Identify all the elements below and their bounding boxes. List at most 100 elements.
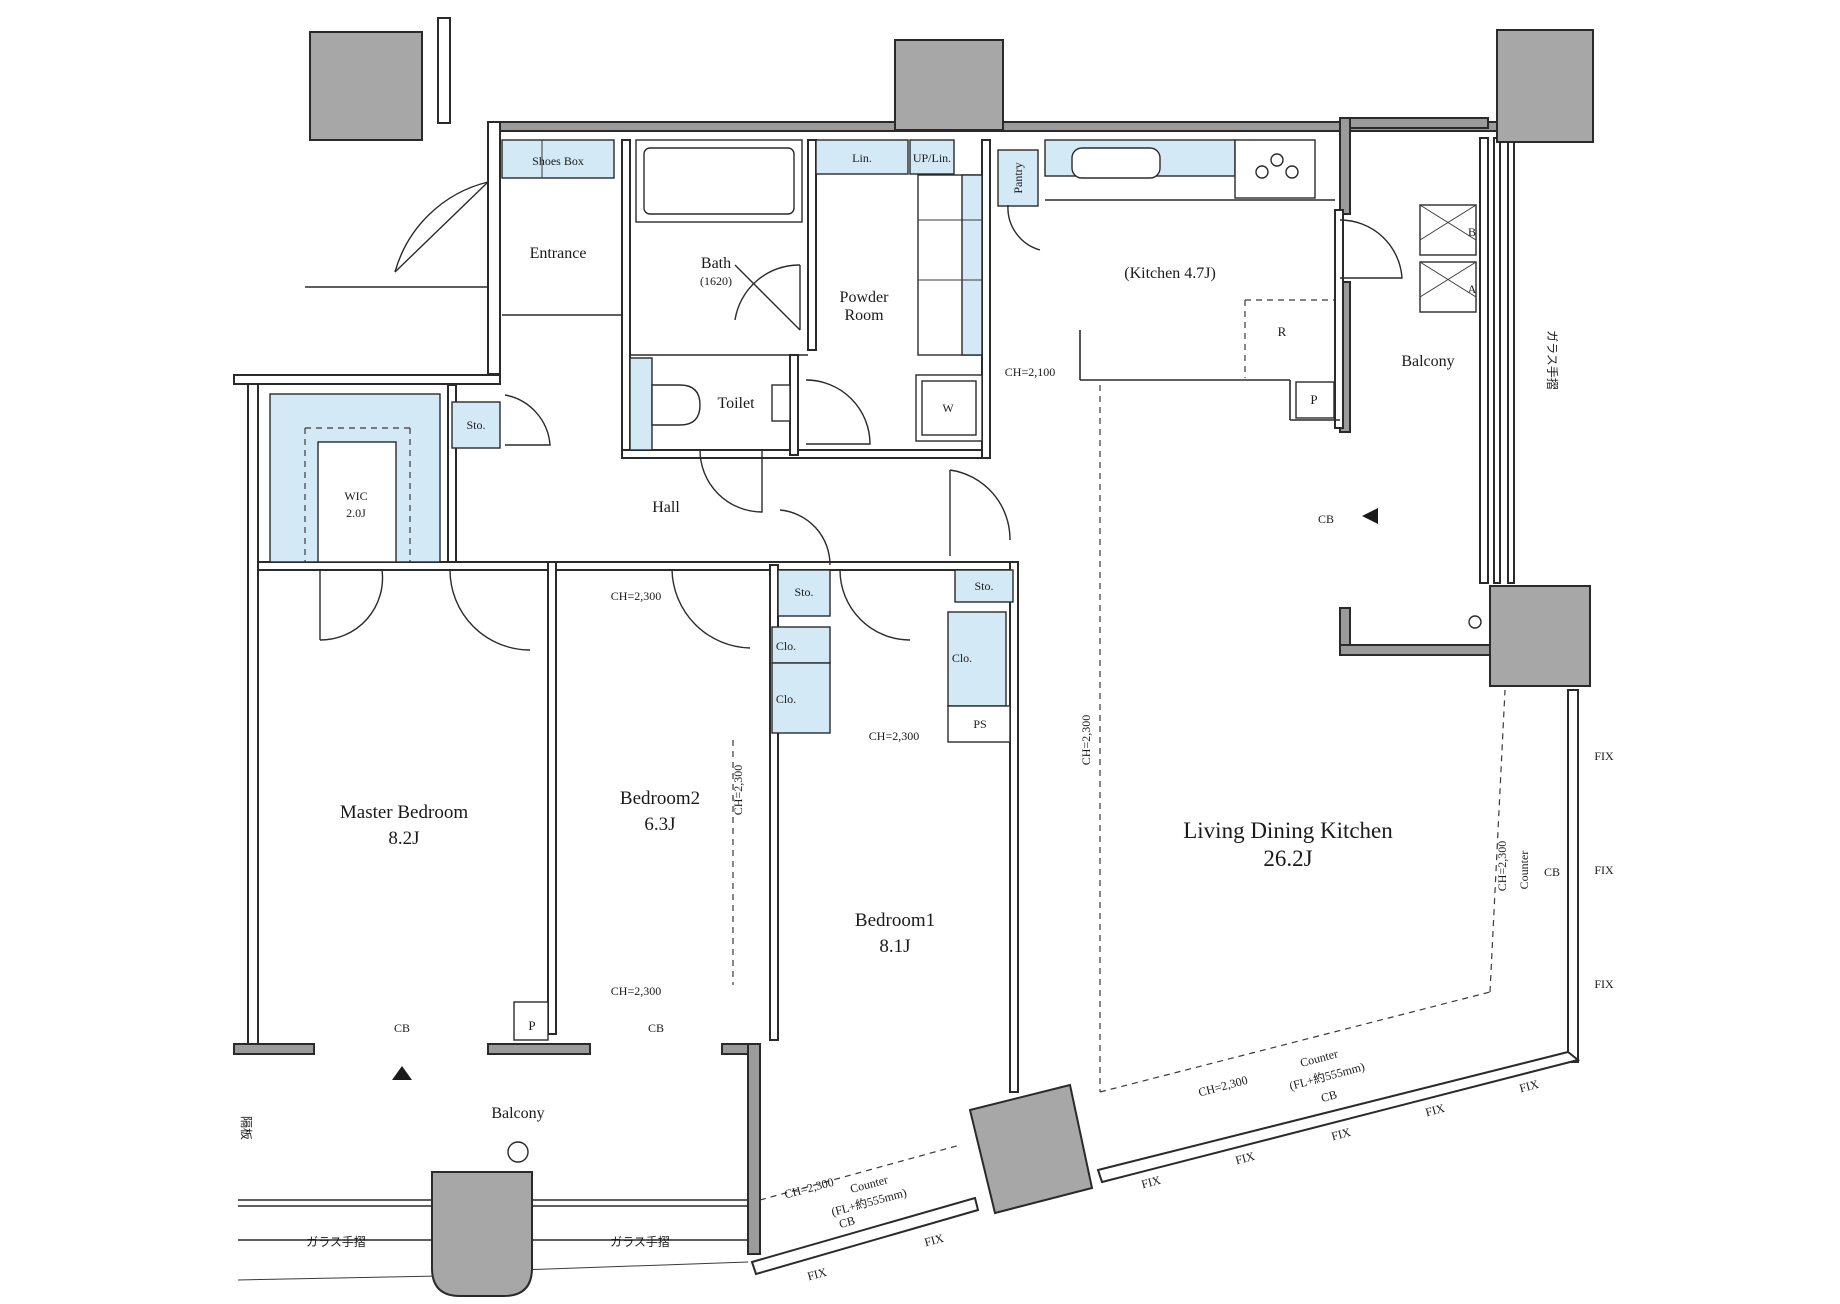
entrance-left-wall	[487, 121, 501, 375]
partition-label: 隔板	[239, 1116, 253, 1140]
fix-label-10: FIX	[806, 1265, 829, 1284]
balcony-right-side	[747, 1043, 761, 1255]
fix-label-5: FIX	[1424, 1101, 1447, 1120]
pantry	[997, 149, 1039, 207]
wic-inner	[317, 441, 397, 563]
fix-label-8: FIX	[1140, 1173, 1163, 1192]
outdoor-unit-b-label: B	[1468, 225, 1476, 239]
wic-label: WIC	[344, 489, 367, 503]
balcony-p-label: P	[528, 1018, 535, 1033]
east-balcony-label: Balcony	[1401, 353, 1454, 370]
right-railing-1	[1479, 137, 1489, 584]
fix-label-2: FIX	[1594, 863, 1614, 877]
bedroom1-ch-label: CH=2,300	[869, 729, 919, 743]
pipe-shaft-balcony	[513, 1001, 549, 1041]
columns	[309, 29, 1594, 1297]
ldk-right-wall	[1567, 689, 1579, 1063]
closet-bedroom2-a-label: Clo.	[776, 639, 796, 653]
storage-wic	[451, 401, 501, 449]
linen	[815, 139, 909, 175]
interior-walls	[257, 139, 1344, 1093]
bath-left-wall	[621, 139, 631, 456]
bedroom2-label: Bedroom2	[620, 788, 700, 809]
cb-label-bedroom2: CB	[648, 1021, 664, 1035]
kitchen-label: (Kitchen 4.7J)	[1124, 265, 1216, 282]
ldk-counter-ch-label: CH=2,300	[1197, 1073, 1249, 1100]
outdoor-unit-b	[1419, 204, 1477, 256]
ldk-right-ch-label: CH=2,300	[1495, 841, 1509, 891]
stove	[1234, 139, 1316, 199]
ceiling-lines	[732, 385, 1506, 1201]
column-top-center	[894, 39, 1004, 131]
ldk-right-counter-label: Counter	[1517, 851, 1531, 890]
right-balcony-top	[1339, 117, 1489, 129]
bedroom1-counter-ch-label: CH=2,300	[783, 1175, 835, 1202]
wic-size-label: 2.0J	[346, 506, 366, 520]
glass-railing-label-right: ガラス手摺	[610, 1234, 670, 1249]
column-top-right	[1496, 29, 1594, 143]
bedroom1-counter-cb-label: CB	[837, 1213, 856, 1231]
kitchen-ch-label: CH=2,100	[1005, 365, 1055, 379]
storage-hall	[777, 569, 831, 617]
fix-label-1: FIX	[1594, 749, 1614, 763]
up-linen-label: UP/Lin.	[913, 151, 951, 165]
bedroom1-size-label: 8.1J	[879, 936, 910, 957]
glass-railing-label-left: ガラス手摺	[306, 1234, 366, 1249]
shoes-box-label: Shoes Box	[532, 154, 584, 168]
bathtub-inner	[643, 147, 795, 215]
column-bottom-middle	[968, 1083, 1094, 1215]
triangle-marker-south-icon	[392, 1066, 412, 1080]
hall-lower-wall	[257, 561, 1019, 571]
bedroom1-ldk-wall	[1009, 561, 1019, 1093]
master-bedroom-size-label: 8.2J	[388, 828, 419, 849]
kitchen-p-label: P	[1310, 392, 1317, 407]
bedroom2-ch-label: CH=2,300	[611, 589, 661, 603]
bath-size-label: (1620)	[700, 274, 732, 288]
hall-upper-wall	[621, 449, 991, 459]
master-bedroom2-wall	[547, 561, 557, 1035]
vanity-mirror	[961, 174, 983, 356]
ldk-diagonal-wall	[1096, 1050, 1581, 1184]
fix-label-9: FIX	[923, 1231, 946, 1250]
fix-label-7: FIX	[1234, 1149, 1257, 1168]
ldk-counter-cb-label: CB	[1319, 1087, 1338, 1105]
right-balcony-bottom	[1339, 644, 1491, 656]
master-bedroom-label: Master Bedroom	[340, 802, 468, 823]
ldk-size-label: 26.2J	[1263, 846, 1312, 871]
entrance-door	[394, 181, 489, 273]
south-balcony-label: Balcony	[491, 1105, 544, 1122]
left-upper-wall	[233, 374, 501, 385]
pipe-shaft-bedroom1-label: PS	[973, 717, 986, 731]
toilet-bowl	[651, 384, 701, 426]
toilet-tank	[629, 357, 653, 451]
entrance-label: Entrance	[530, 245, 587, 262]
storage-bedroom1-label: Sto.	[974, 579, 993, 593]
refrigerator-label: R	[1278, 324, 1287, 339]
toilet-right-wall	[789, 354, 799, 456]
bedroom1-diagonal-wall	[750, 1196, 980, 1276]
glass-railing-label-east: ガラス手摺	[1545, 330, 1560, 390]
ldk-ch-vertical-label: CH=2,300	[1079, 715, 1093, 765]
closet-bedroom2-a	[771, 626, 831, 664]
drain-right	[1468, 615, 1482, 629]
balcony-wall-mid	[487, 1043, 591, 1055]
bedroom2-size-label: 6.3J	[644, 814, 675, 835]
bedroom1-label: Bedroom1	[855, 910, 935, 931]
washer-label: W	[942, 401, 954, 415]
fix-label-4: FIX	[1518, 1077, 1541, 1096]
burner-3-icon	[1270, 153, 1284, 167]
shoes-box	[501, 139, 615, 179]
storage-wic-label: Sto.	[466, 418, 485, 432]
right-railing-3	[1507, 137, 1515, 584]
toilet-label: Toilet	[717, 395, 755, 412]
kitchen-sink	[1071, 147, 1161, 179]
closet-bedroom2-b	[771, 662, 831, 734]
outdoor-unit-a-label: A	[1468, 282, 1477, 296]
bath-right-wall	[807, 139, 817, 351]
ldk-counter-height-label: (FL+約555mm)	[1287, 1058, 1366, 1093]
balcony-wall-left	[233, 1043, 315, 1055]
cb-label-master: CB	[394, 1021, 410, 1035]
fixtures	[269, 139, 1477, 1041]
entrance-markers	[392, 508, 1378, 1080]
